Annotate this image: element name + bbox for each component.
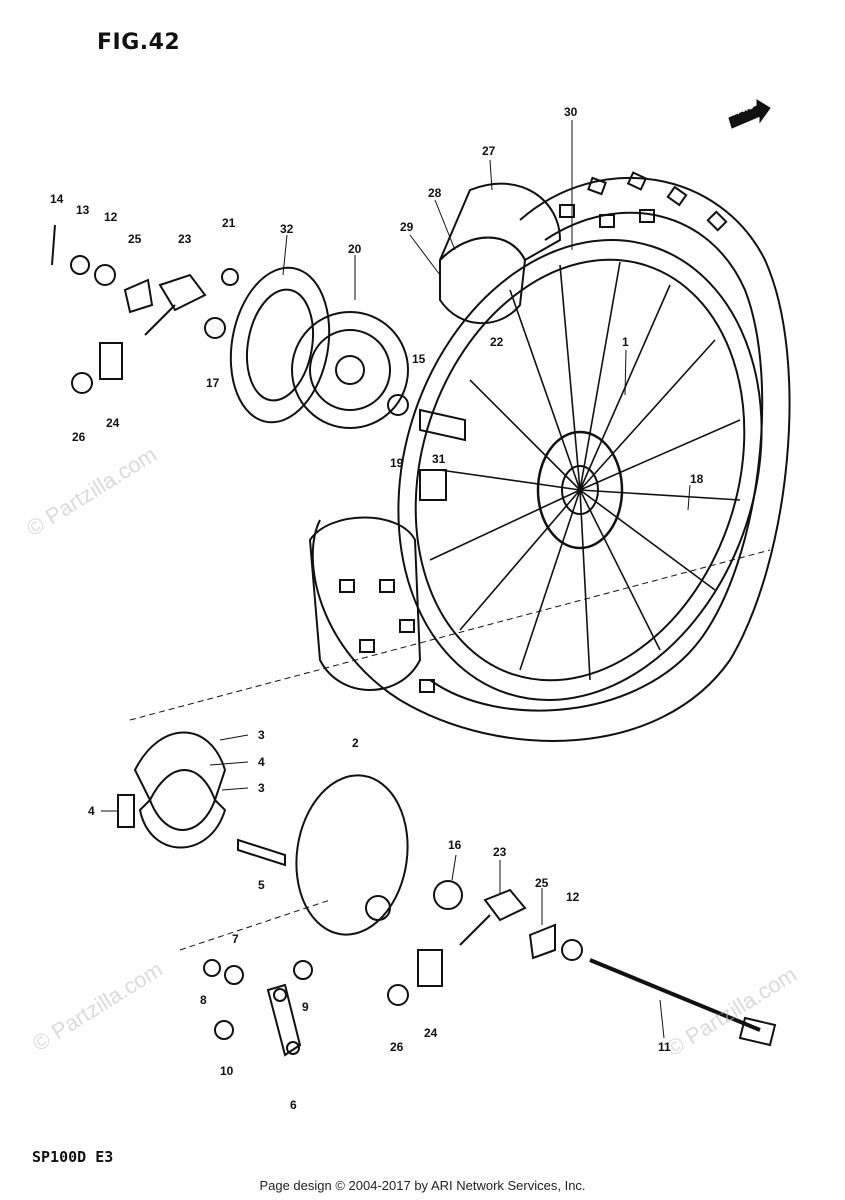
footer-copyright: Page design © 2004-2017 by ARI Network S… — [259, 1178, 586, 1193]
cotter-pin-14 — [51, 224, 56, 266]
callout-1: 1 — [622, 335, 629, 349]
callout-28: 28 — [428, 186, 442, 200]
callout-12: 12 — [566, 890, 580, 904]
plate-24-lower — [417, 949, 443, 987]
callout-2: 2 — [352, 736, 359, 750]
callout-18: 18 — [690, 472, 704, 486]
callout-8: 8 — [200, 993, 207, 1007]
callout-23: 23 — [178, 232, 192, 246]
tube-31 — [419, 469, 447, 501]
callout-24: 24 — [424, 1026, 438, 1040]
callout-26: 26 — [72, 430, 86, 444]
callout-26: 26 — [390, 1040, 404, 1054]
brake-cam — [237, 838, 286, 867]
callout-4: 4 — [258, 755, 265, 769]
model-code: SP100D E3 — [32, 1148, 114, 1166]
brake-panel — [295, 774, 409, 936]
callout-27: 27 — [482, 144, 496, 158]
chain-adjuster-upper — [158, 273, 207, 312]
callout-31: 31 — [432, 452, 446, 466]
callout-4: 4 — [88, 804, 95, 818]
callout-6: 6 — [290, 1098, 297, 1112]
callout-3: 3 — [258, 781, 265, 795]
washer-8 — [203, 959, 221, 977]
callout-12: 12 — [104, 210, 118, 224]
nut-13 — [70, 255, 90, 275]
nut-26-lower — [387, 984, 409, 1006]
brake-shoes — [133, 731, 227, 803]
axle — [589, 958, 761, 1032]
washer-12-upper — [94, 264, 116, 286]
callout-30: 30 — [564, 105, 578, 119]
collar-16 — [433, 880, 463, 910]
callout-22: 22 — [490, 335, 504, 349]
washer-17 — [204, 317, 226, 339]
callout-21: 21 — [222, 216, 236, 230]
grease-nipple-4 — [117, 794, 135, 828]
callout-10: 10 — [220, 1064, 234, 1078]
callout-24: 24 — [106, 416, 120, 430]
callout-11: 11 — [658, 1040, 671, 1054]
figure-title: FIG.42 — [97, 30, 181, 55]
bolt-21 — [221, 268, 239, 286]
bearing-19 — [387, 394, 409, 416]
washer-7 — [224, 965, 244, 985]
callout-20: 20 — [348, 242, 362, 256]
callout-32: 32 — [280, 222, 294, 236]
chain-adjuster-lower — [483, 888, 527, 922]
stopper-25-upper — [123, 278, 154, 314]
callout-7: 7 — [232, 932, 239, 946]
callout-25: 25 — [128, 232, 142, 246]
callout-5: 5 — [258, 878, 265, 892]
callout-19: 19 — [390, 456, 404, 470]
bolt-10 — [214, 1020, 234, 1040]
callout-13: 13 — [76, 203, 90, 217]
callout-15: 15 — [412, 352, 426, 366]
sprocket-drum-plate — [229, 266, 331, 424]
stopper-25-lower — [528, 923, 556, 960]
callout-3: 3 — [258, 728, 265, 742]
callout-23: 23 — [493, 845, 507, 859]
callout-17: 17 — [206, 376, 220, 390]
rear-tire — [311, 176, 791, 742]
hub — [536, 430, 624, 550]
brake-arm — [266, 983, 302, 1057]
spokes — [429, 261, 741, 681]
nut-9 — [293, 960, 313, 980]
washer-12-lower — [561, 939, 583, 961]
callout-25: 25 — [535, 876, 549, 890]
callout-16: 16 — [448, 838, 462, 852]
callout-14: 14 — [50, 192, 64, 206]
spacer-15 — [419, 408, 466, 442]
nut-26-upper — [71, 372, 93, 394]
callout-9: 9 — [302, 1000, 309, 1014]
tire-section-lower — [308, 516, 422, 691]
rim — [397, 239, 763, 701]
tread-blocks — [339, 171, 728, 693]
callout-29: 29 — [400, 220, 414, 234]
forward-arrow-icon — [728, 99, 771, 129]
plate-24-upper — [99, 342, 123, 380]
sprocket — [291, 311, 409, 429]
